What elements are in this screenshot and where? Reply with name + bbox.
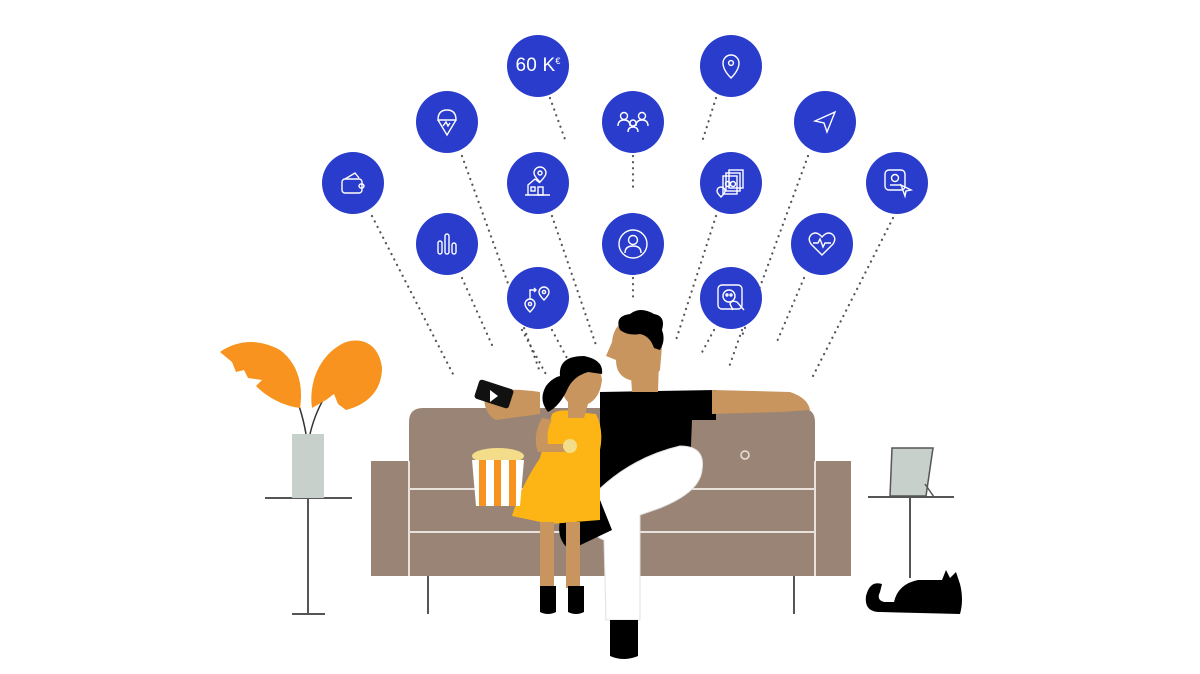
location-bubble bbox=[700, 35, 762, 97]
route-bubble bbox=[507, 267, 569, 329]
ice-cream-bubble bbox=[416, 91, 478, 153]
bar-chart-bubble bbox=[416, 213, 478, 275]
people-group-icon bbox=[617, 111, 649, 133]
cat bbox=[865, 570, 962, 614]
wallet-bubble bbox=[322, 152, 384, 214]
income-bubble: 60 K€ bbox=[507, 35, 569, 97]
ice-cream-icon bbox=[437, 109, 457, 137]
profile-click-bubble bbox=[866, 152, 928, 214]
daughter-figure bbox=[512, 356, 603, 614]
profile-bubble bbox=[602, 213, 664, 275]
plant-side-table bbox=[220, 340, 382, 615]
wallet-icon bbox=[341, 172, 365, 194]
location-pin-icon bbox=[722, 54, 740, 79]
navigation-arrow-icon bbox=[812, 110, 837, 135]
profile-click-icon bbox=[884, 169, 914, 199]
phone-in-hand bbox=[474, 379, 540, 420]
bar-chart-icon bbox=[437, 233, 457, 255]
income-value: 60 K€ bbox=[515, 55, 561, 76]
face-touch-bubble bbox=[700, 267, 762, 329]
user-profile-icon bbox=[618, 229, 648, 259]
photo-gallery-icon bbox=[716, 169, 744, 198]
frame-side-table bbox=[868, 447, 954, 578]
heart-rate-icon bbox=[808, 232, 836, 256]
father-figure bbox=[559, 310, 810, 659]
photo-gallery-bubble bbox=[700, 152, 762, 214]
plant-leaf-left bbox=[220, 342, 302, 408]
home-location-bubble bbox=[507, 152, 569, 214]
route-icon bbox=[524, 286, 550, 313]
health-bubble bbox=[791, 213, 853, 275]
navigation-bubble bbox=[794, 91, 856, 153]
plant-leaf-right bbox=[311, 340, 382, 410]
popcorn-bucket bbox=[472, 448, 524, 506]
home-location-icon bbox=[525, 166, 550, 196]
family-bubble bbox=[602, 91, 664, 153]
face-touch-icon bbox=[717, 284, 745, 311]
vase bbox=[292, 434, 324, 498]
